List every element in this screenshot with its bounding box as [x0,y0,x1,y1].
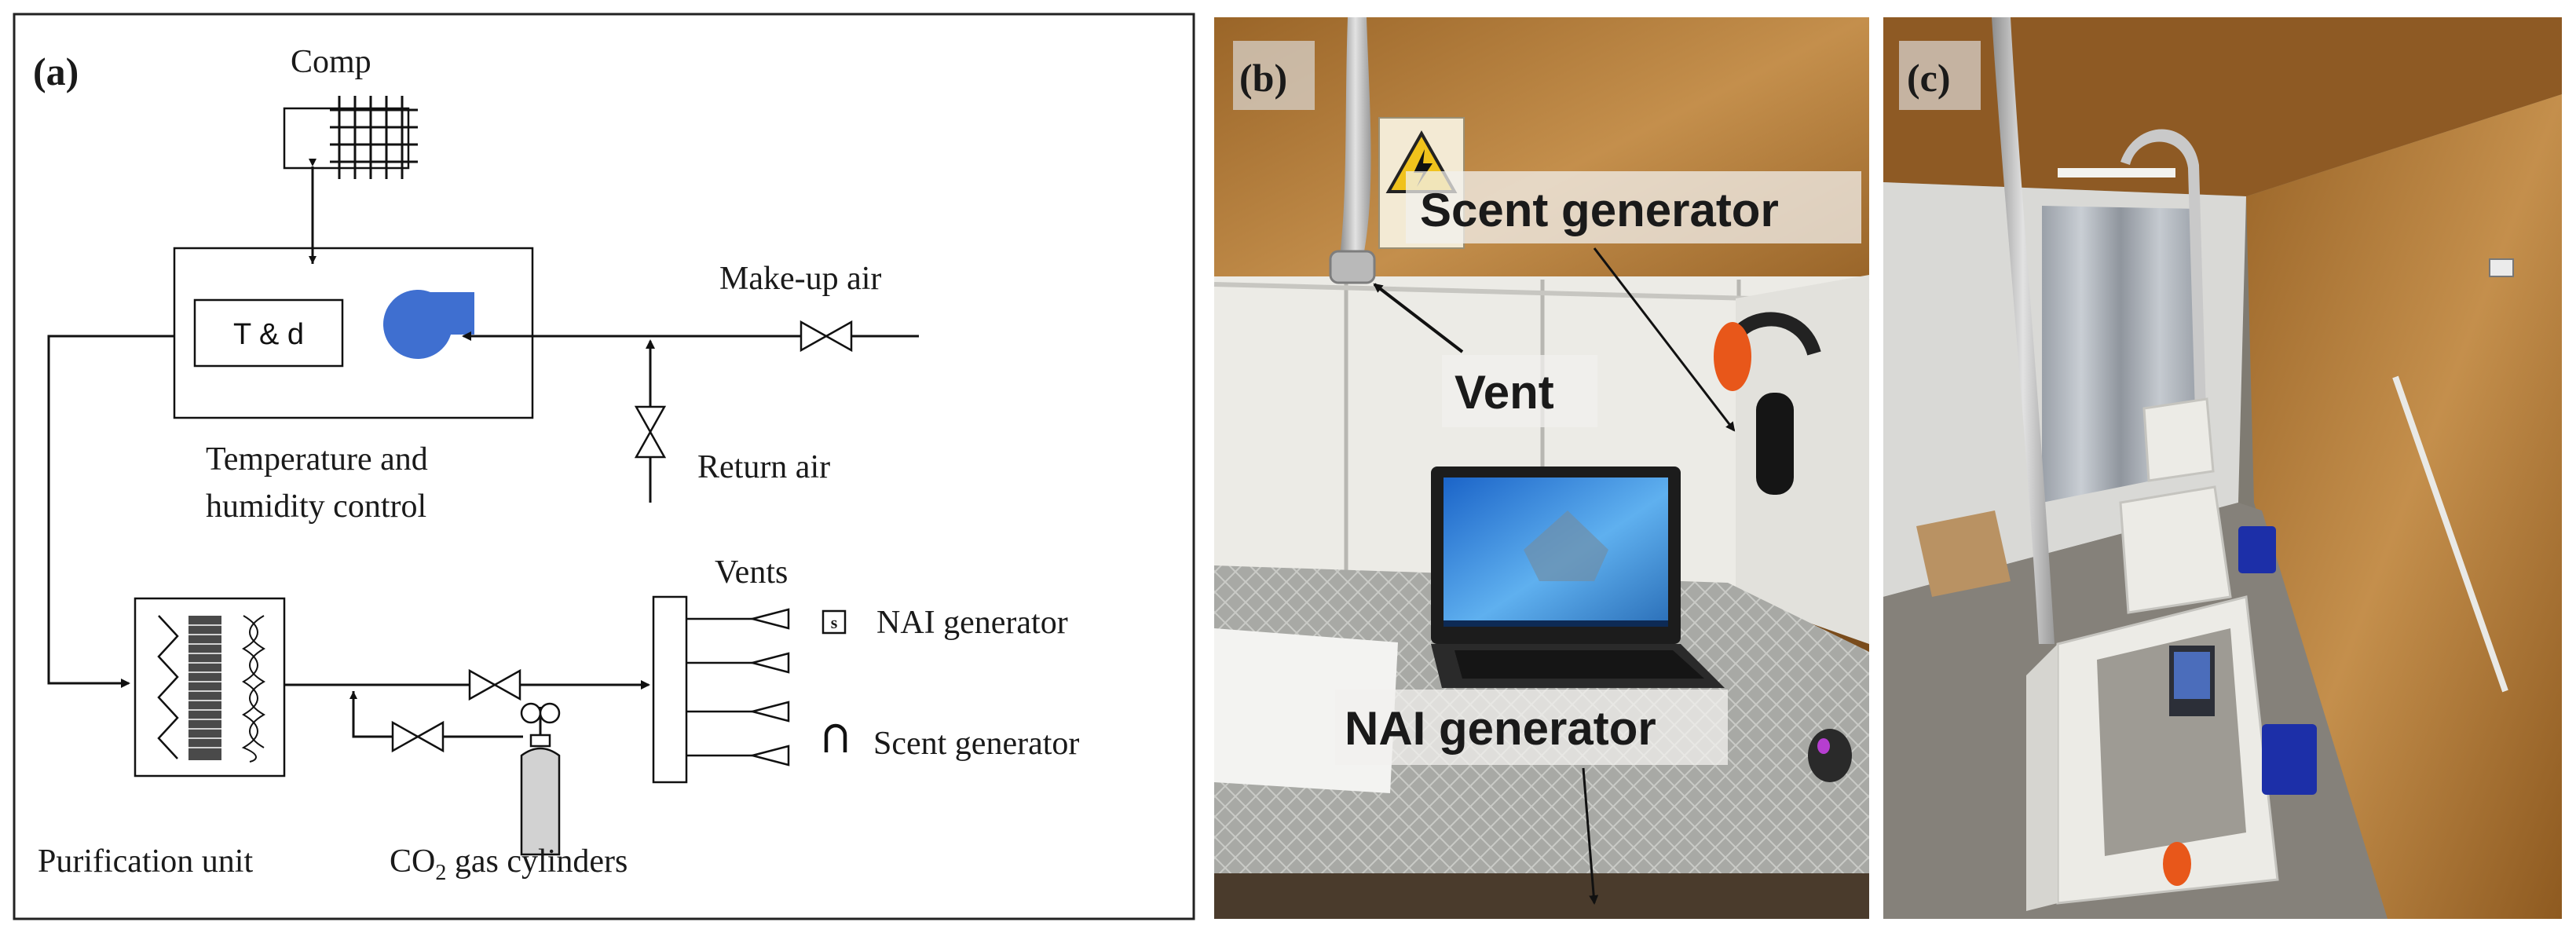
return-air-label: Return air [697,449,830,485]
cardboard-box [1916,510,2011,597]
co2-cylinder-icon [520,702,561,856]
make-up-air-label: Make-up air [719,261,881,297]
purification-unit-icon [134,597,286,778]
vent-annotation: Vent [1454,366,1554,419]
control-caption-line2: humidity control [206,488,426,525]
panel-c-label: (c) [1907,56,1951,100]
nai-generator-icon [821,609,847,635]
panel-b-label: (b) [1239,56,1287,100]
nai-generator-icon-letter: s [831,613,838,632]
control-caption-line1: Temperature and [206,441,428,477]
co2-label: CO2 gas cylinders [390,843,628,885]
panel-a-label: (a) [33,49,79,93]
vent-nozzle-icon [686,608,790,767]
scent-generator-icon [824,723,847,752]
purification-unit-label: Purification unit [38,843,253,880]
scent-generator-pointer [1593,247,1736,432]
td-box [193,298,344,368]
compressor-icon [283,96,418,179]
vents-manifold [652,595,688,784]
laptop [1431,466,1725,688]
comp-label: Comp [291,44,371,80]
panel-c-photo: (c) [1883,17,2562,919]
outlet-valve-icon [468,668,521,701]
return-air-valve-icon [634,405,667,459]
nai-generator-legend-label: NAI generator [876,605,1068,641]
co2-branch-line [349,691,523,738]
scent-generator-annotation: Scent generator [1420,184,1779,236]
blue-stool [2262,724,2317,795]
vents-label: Vents [715,554,788,591]
scent-generator-legend-label: Scent generator [873,726,1079,762]
co2-valve-icon [391,720,445,753]
mouse [1808,729,1852,782]
test-chamber-far [2142,397,2215,482]
vent-duct [1340,17,1371,256]
blue-stool [2238,526,2276,573]
nai-generator-annotation: NAI generator [1345,702,1656,755]
panel-b-photo: (b) Scent generator Vent NAI generator [1213,17,1870,919]
vent-pointer [1373,283,1464,353]
vent-duct [1992,17,2055,644]
headphones [1714,312,1821,495]
td-label: T & d [233,318,304,351]
nai-generator-pointer [1582,767,1599,905]
panel-a-frame [13,13,1195,920]
control-box [173,247,534,419]
supply-line [47,335,174,688]
make-up-air-valve-icon [800,320,853,353]
panel-a: (a) Comp T & d [13,13,1195,920]
test-chamber-mid [2119,485,2232,614]
fan-icon [382,289,474,359]
